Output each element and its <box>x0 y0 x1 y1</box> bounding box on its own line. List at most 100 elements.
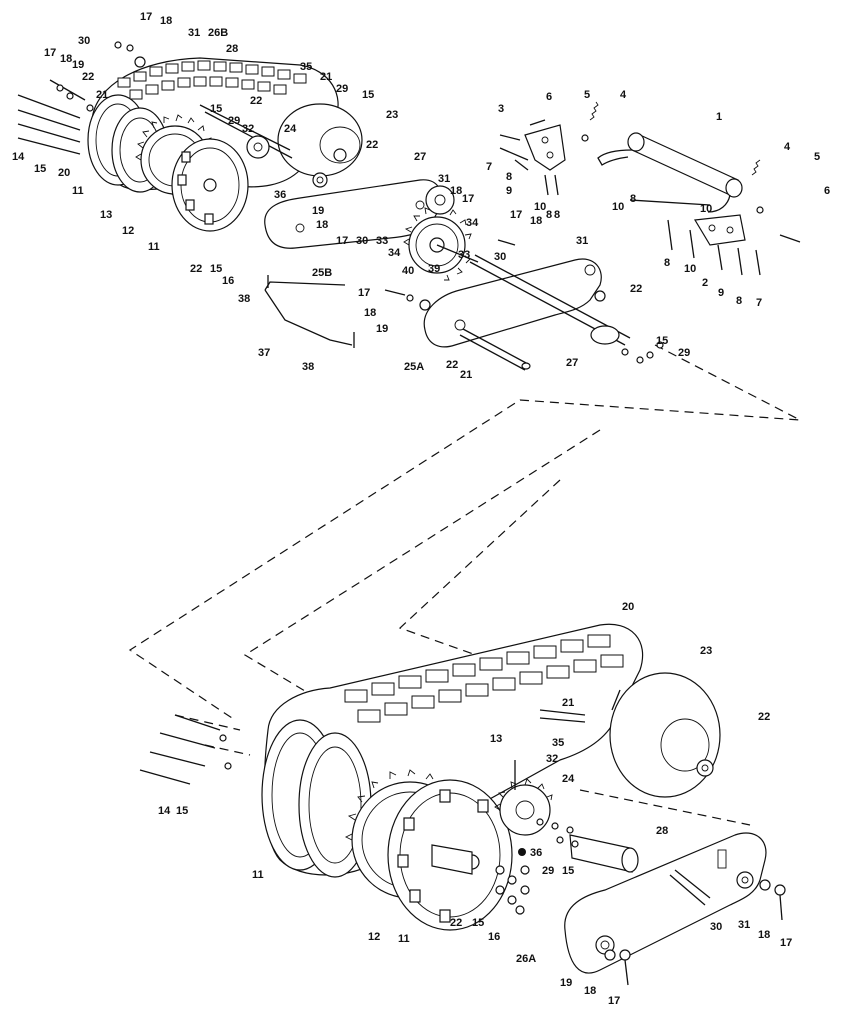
callout-22e: 22 <box>446 359 459 371</box>
callout-37: 37 <box>258 347 271 359</box>
callout-15c-lower: 15 <box>472 917 485 929</box>
upper-chain-case <box>264 172 443 249</box>
callout-15e: 15 <box>34 163 47 175</box>
large-sprocket <box>403 205 479 281</box>
callout-22: 22 <box>82 71 95 83</box>
callout-31: 31 <box>188 27 201 39</box>
callout-22b: 22 <box>250 95 263 107</box>
callout-11b: 11 <box>148 241 160 253</box>
callout-9b: 9 <box>718 287 725 299</box>
callout-30b: 30 <box>356 235 369 247</box>
callout-17d: 17 <box>336 235 349 247</box>
upper-small-sprocket <box>425 185 455 215</box>
callout-5b: 5 <box>814 151 821 163</box>
callout-35-lower: 35 <box>552 737 565 749</box>
callout-8d: 8 <box>664 257 671 269</box>
callout-8: 8 <box>506 171 513 183</box>
callout-21: 21 <box>96 89 109 101</box>
callout-25b: 25B <box>312 267 333 279</box>
callout-31c: 31 <box>576 235 589 247</box>
callout-14-lower: 14 <box>158 805 171 817</box>
callout-18: 18 <box>160 15 173 27</box>
callout-27b: 27 <box>566 357 579 369</box>
callout-7: 7 <box>486 161 493 173</box>
callout-12-lower: 12 <box>368 931 381 943</box>
callout-11-lower: 11 <box>252 869 264 881</box>
callout-8c: 8 <box>630 193 637 205</box>
callout-17: 17 <box>140 11 153 23</box>
callout-27: 27 <box>414 151 427 163</box>
callout-21b: 21 <box>320 71 333 83</box>
callout-35: 35 <box>300 61 313 73</box>
callout-1: 1 <box>716 111 723 123</box>
callout-15: 15 <box>362 89 375 101</box>
callout-36: 36 <box>274 189 287 201</box>
callout-26a-lower: 26A <box>516 953 537 965</box>
callout-40: 40 <box>402 265 415 277</box>
callout-31-lower: 31 <box>738 919 751 931</box>
callout-18-lower: 18 <box>758 929 771 941</box>
callout-18f: 18 <box>364 307 377 319</box>
callout-8f: 8 <box>546 209 553 221</box>
callout-16-lower: 16 <box>488 931 501 943</box>
callout-17e: 17 <box>510 209 523 221</box>
callout-32-lower: 32 <box>546 753 559 765</box>
callout-7b: 7 <box>756 297 763 309</box>
callout-38b: 38 <box>302 361 315 373</box>
callout-15-lower: 15 <box>176 805 189 817</box>
callout-3: 3 <box>498 103 505 115</box>
callout-15c: 15 <box>210 263 223 275</box>
upper-track-treads <box>117 60 307 100</box>
callout-2: 2 <box>702 277 709 289</box>
callout-23-lower: 23 <box>700 645 713 657</box>
callout-29c: 29 <box>678 347 691 359</box>
lower-hardware <box>139 714 786 986</box>
callout-26b: 26B <box>208 27 229 39</box>
callout-24-lower: 24 <box>562 773 575 785</box>
callout-10d: 10 <box>700 203 713 215</box>
callout-36-lower: 36 <box>530 847 543 859</box>
callout-8b: 8 <box>554 209 561 221</box>
callout-30-lower: 30 <box>710 921 723 933</box>
callout-17-lower: 17 <box>780 937 793 949</box>
callout-20: 20 <box>58 167 71 179</box>
callout-22-lower: 22 <box>758 711 771 723</box>
callout-17c: 17 <box>462 193 475 205</box>
lower-track-assembly <box>261 623 721 931</box>
callout-17b-lower: 17 <box>608 995 621 1007</box>
callout-19-lower: 19 <box>560 977 573 989</box>
lower-chain-case <box>423 258 602 348</box>
callout-22c: 22 <box>366 139 379 151</box>
callout-15b-lower: 15 <box>562 865 575 877</box>
callout-22f: 22 <box>630 283 643 295</box>
callout-19: 19 <box>72 59 85 71</box>
callout-22b-lower: 22 <box>450 917 463 929</box>
callout-16: 16 <box>222 275 235 287</box>
callout-6b: 6 <box>824 185 831 197</box>
shift-rod <box>264 275 355 348</box>
callout-31b: 31 <box>438 173 451 185</box>
callout-30c: 30 <box>494 251 507 263</box>
callout-11b-lower: 11 <box>398 933 410 945</box>
callout-29b: 29 <box>228 115 241 127</box>
callout-15d: 15 <box>656 335 669 347</box>
callout-10b: 10 <box>612 201 625 213</box>
callout-19b: 19 <box>312 205 325 217</box>
callout-38: 38 <box>238 293 251 305</box>
callout-33: 33 <box>376 235 389 247</box>
callout-30: 30 <box>78 35 91 47</box>
callout-9: 9 <box>506 185 513 197</box>
callout-18c: 18 <box>450 185 463 197</box>
callout-15b: 15 <box>210 103 223 115</box>
callout-17f: 17 <box>358 287 371 299</box>
callout-34: 34 <box>388 247 401 259</box>
callout-29-lower: 29 <box>542 865 555 877</box>
callout-33b: 33 <box>458 249 471 261</box>
callout-24: 24 <box>284 123 297 135</box>
callout-22d: 22 <box>190 263 203 275</box>
callout-18d: 18 <box>316 219 329 231</box>
callout-10: 10 <box>534 201 547 213</box>
callout-28-lower: 28 <box>656 825 669 837</box>
